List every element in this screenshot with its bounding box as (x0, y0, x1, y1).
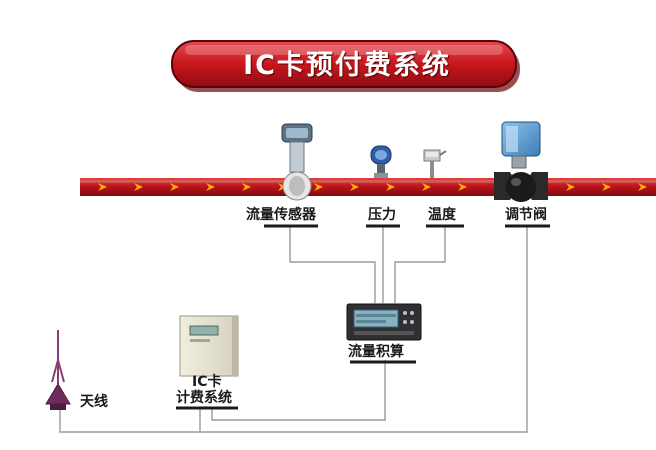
temperature-label: 温度 (428, 207, 456, 223)
flow-arrow-icon (638, 183, 647, 191)
ic-card-label-line2: 计费系统 (176, 390, 232, 406)
flow-sensor-label: 流量传感器 (246, 207, 316, 223)
connection-wires (59, 226, 528, 433)
flow-arrow-icon (170, 183, 179, 191)
title-banner (171, 40, 520, 92)
ic-card-label-line1: IC卡 (192, 374, 222, 390)
flow-arrow-icon (206, 183, 215, 191)
flow-totalizer-label: 流量积算 (348, 344, 404, 360)
cabinet-icon (179, 315, 239, 377)
antenna-icon (45, 330, 71, 410)
valve-actuator-icon (494, 121, 548, 202)
flow-arrow-icon (458, 183, 467, 191)
temperature-sensor-icon (423, 149, 447, 178)
flow-sensor-icon (281, 123, 313, 201)
flow-arrow-icon (134, 183, 143, 191)
flow-arrow-icon (566, 183, 575, 191)
flow-arrow-icon (386, 183, 395, 191)
antenna-label: 天线 (80, 394, 108, 410)
flow-arrow-icon (422, 183, 431, 191)
flow-arrows (98, 183, 647, 191)
flow-arrow-icon (602, 183, 611, 191)
flow-arrow-icon (350, 183, 359, 191)
pressure-label: 压力 (368, 207, 396, 223)
pressure-gauge-icon (370, 145, 392, 178)
flow-arrow-icon (314, 183, 323, 191)
regulating-valve-label: 调节阀 (505, 207, 547, 223)
flow-arrow-icon (242, 183, 251, 191)
flow-arrow-icon (278, 183, 287, 191)
page-title: IC卡预付费系统 (243, 50, 451, 81)
flow-totalizer-icon (346, 303, 422, 341)
label-underlines (176, 224, 550, 410)
flow-arrow-icon (98, 183, 107, 191)
